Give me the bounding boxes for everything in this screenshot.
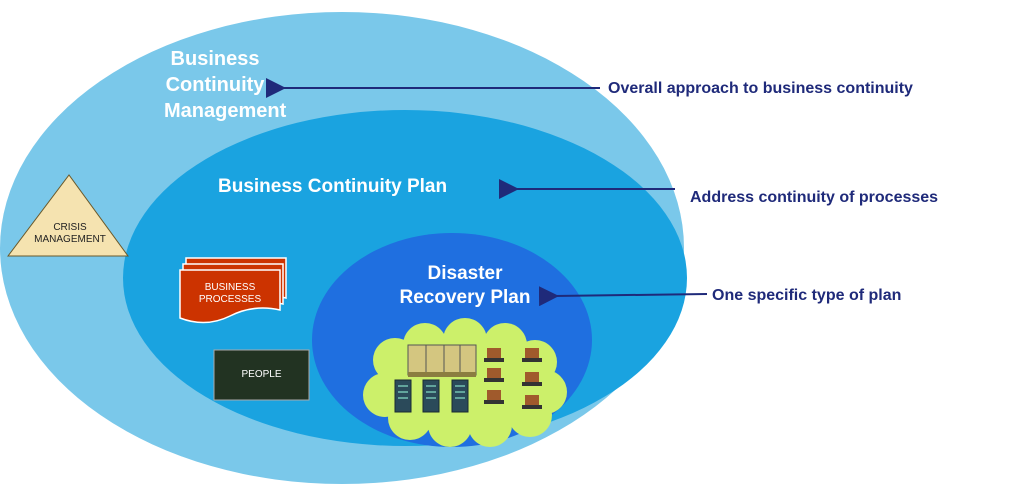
workstation-icon	[484, 390, 504, 404]
bcp-label: Business Continuity Plan	[218, 176, 448, 197]
drp-label: Disaster Recovery Plan	[390, 262, 540, 310]
crisis-label-line2: MANAGEMENT	[34, 234, 106, 245]
bcm-label-line2: Continuity	[165, 74, 265, 96]
people-box	[213, 349, 310, 401]
server-tower-icon	[422, 379, 440, 413]
workstation-icon	[484, 348, 504, 362]
crisis-management-label: CRISIS MANAGEMENT	[22, 222, 118, 246]
server-tower-icon	[451, 379, 469, 413]
bp-label-line2: PROCESSES	[198, 294, 262, 305]
drp-label-line1: Disaster	[427, 263, 503, 284]
bcm-label: Business Continuity Management	[150, 46, 287, 124]
bp-label-line1: BUSINESS	[204, 282, 256, 293]
bcp-annotation: Address continuity of processes	[690, 189, 939, 206]
bcm-label-line3: Management	[164, 100, 287, 122]
drp-arrow	[538, 286, 708, 307]
workstation-icon	[522, 395, 542, 409]
workstation-icon	[522, 348, 542, 362]
drp-annotation: One specific type of plan	[712, 287, 902, 304]
drp-label-line2: Recovery Plan	[399, 287, 531, 308]
bcm-label-line1: Business	[170, 48, 260, 70]
business-processes-label: BUSINESS PROCESSES	[186, 282, 274, 306]
server-rack-icon	[407, 344, 477, 377]
people-label: PEOPLE	[241, 369, 282, 380]
workstation-icon	[522, 372, 542, 386]
crisis-management-triangle	[6, 174, 129, 257]
server-tower-icon	[394, 379, 412, 413]
crisis-label-line1: CRISIS	[53, 222, 87, 233]
bcm-annotation: Overall approach to business continuity	[608, 80, 913, 97]
workstation-icon	[484, 368, 504, 382]
business-processes-shape	[179, 257, 287, 324]
